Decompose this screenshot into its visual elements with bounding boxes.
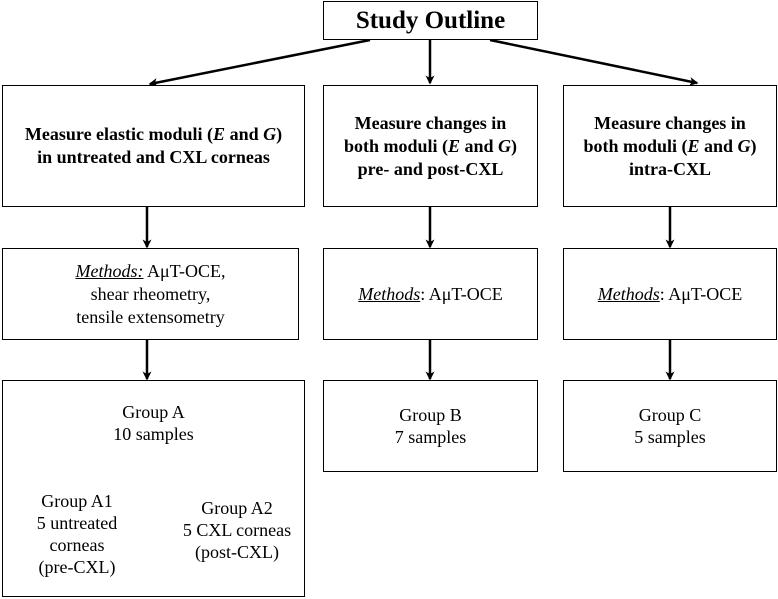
group-a2-label: Group A2 5 CXL corneas (post-CXL) [170, 497, 304, 563]
group-samples: 5 samples [634, 427, 706, 447]
goal-line: Measure changes in [354, 112, 507, 133]
methods-line: tensile extensometry [76, 306, 225, 327]
subgroup-line: 5 untreated [36, 513, 118, 533]
group-c-box: Group C 5 samples [563, 380, 777, 472]
goal-box-pre-post-cxl: Measure changes in both moduli (E and G)… [323, 85, 538, 207]
goal-line: in untreated and CXL corneas [37, 147, 270, 167]
methods-line: Methods: AμT-OCE [358, 283, 503, 304]
subgroup-line: corneas [49, 535, 105, 555]
goal-box-elastic-moduli: Measure elastic moduli (E and G) in untr… [2, 85, 305, 207]
goal-box-intra-cxl: Measure changes in both moduli (E and G)… [563, 85, 777, 207]
study-outline-title: Study Outline [355, 6, 506, 34]
methods-line: Methods: AμT-OCE, [75, 260, 226, 281]
methods-box-group-a: Methods: AμT-OCE, shear rheometry, tensi… [2, 248, 299, 340]
group-name: Group C [638, 405, 702, 425]
subgroup-name: Group A2 [201, 498, 273, 518]
group-a1-label: Group A1 5 untreated corneas (pre-CXL) [12, 490, 142, 578]
study-outline-title-box: Study Outline [323, 1, 538, 40]
group-a-label: Group A 10 samples [2, 401, 305, 445]
goal-line: intra-CXL [629, 158, 711, 179]
goal-line: Measure elastic moduli (E and G) [24, 124, 283, 144]
methods-line: Methods: AμT-OCE [597, 283, 743, 304]
group-name: Group A [122, 402, 185, 422]
methods-label: Methods [358, 283, 421, 304]
arrow-title-to-col1 [148, 38, 371, 87]
methods-box-group-b: Methods: AμT-OCE [323, 248, 538, 340]
methods-label: Methods: [75, 260, 144, 281]
goal-line: Measure changes in [594, 112, 746, 133]
goal-line: both moduli (E and G) [343, 135, 518, 156]
methods-box-group-c: Methods: AμT-OCE [563, 248, 777, 340]
subgroup-line: (pre-CXL) [38, 557, 116, 577]
methods-label: Methods [597, 283, 660, 304]
group-samples: 10 samples [113, 424, 194, 444]
goal-line: pre- and post-CXL [357, 158, 504, 179]
group-samples: 7 samples [394, 427, 467, 447]
subgroup-line: (post-CXL) [195, 542, 279, 562]
group-a-box [2, 380, 305, 597]
group-name: Group B [399, 405, 462, 425]
subgroup-line: 5 CXL corneas [182, 520, 292, 540]
arrow-title-to-col3 [489, 38, 699, 86]
subgroup-name: Group A1 [41, 491, 113, 511]
methods-line: shear rheometry, [90, 283, 211, 304]
group-b-box: Group B 7 samples [323, 380, 538, 472]
goal-line: both moduli (E and G) [583, 135, 757, 156]
